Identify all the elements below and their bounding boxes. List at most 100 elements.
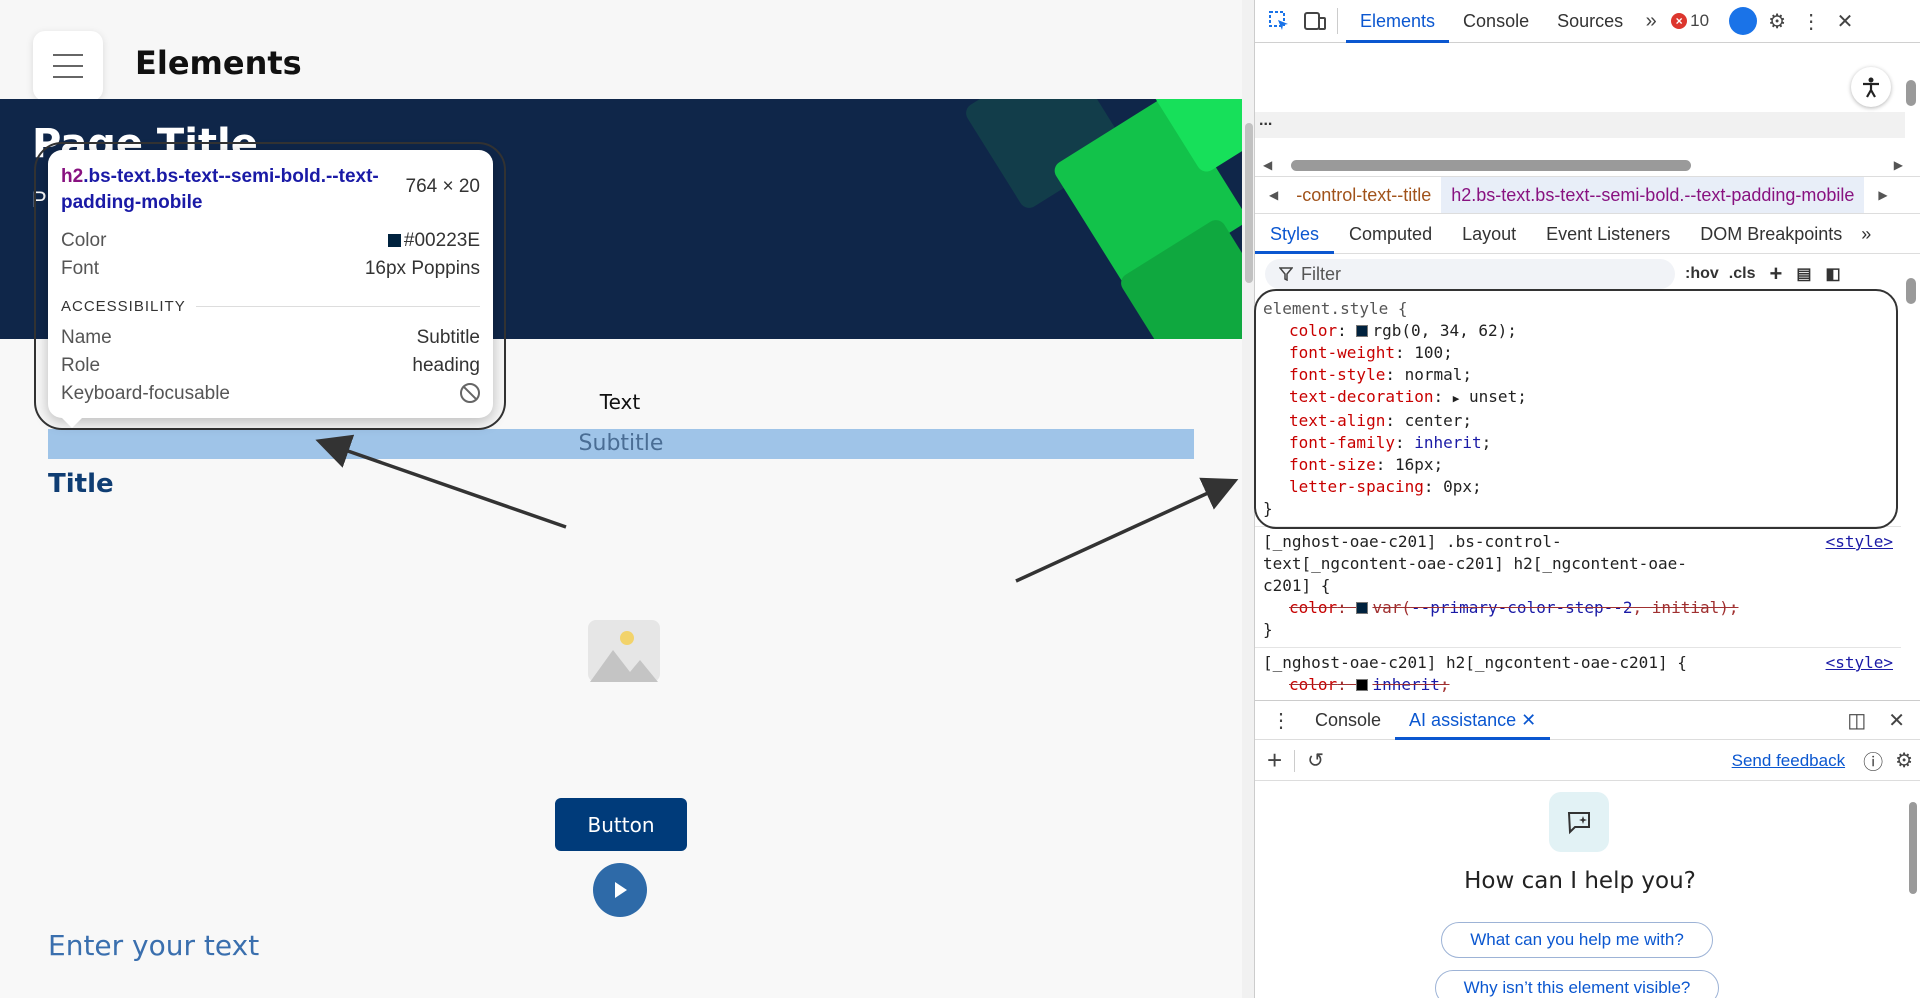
rule-source-link[interactable]: <style> bbox=[1825, 532, 1893, 551]
breadcrumb-right-icon[interactable]: ▶ bbox=[1878, 188, 1888, 202]
tab-elements[interactable]: Elements bbox=[1346, 0, 1450, 43]
play-button[interactable] bbox=[593, 863, 647, 917]
tab-sources[interactable]: Sources bbox=[1557, 10, 1624, 31]
text-input-placeholder[interactable]: Enter your text bbox=[48, 929, 260, 962]
tooltip-name-row: Name Subtitle bbox=[61, 327, 480, 349]
not-focusable-icon bbox=[460, 383, 480, 403]
tab-console[interactable]: Console bbox=[1463, 10, 1530, 31]
style-declaration[interactable]: font-weight: 100; bbox=[1289, 343, 1453, 362]
filter-icon bbox=[1279, 267, 1293, 281]
declaration-property: color bbox=[1289, 598, 1338, 617]
inspect-element-icon[interactable] bbox=[1265, 7, 1293, 35]
rule-selector: [_nghost-oae-c201] h2[_ngcontent-oae-c20… bbox=[1263, 653, 1687, 672]
element-style-rule: element.style { color: rgb(0, 34, 62); f… bbox=[1255, 292, 1901, 527]
more-options-icon[interactable]: ⋮ bbox=[1801, 10, 1822, 33]
annotation-outline bbox=[1254, 289, 1898, 529]
drawer-menu-icon[interactable]: ⋮ bbox=[1271, 709, 1291, 732]
annotation-outline bbox=[34, 142, 506, 430]
help-icon[interactable]: ⓘ bbox=[1863, 752, 1884, 774]
new-chat-icon[interactable]: + bbox=[1267, 745, 1283, 775]
styles-filter-input[interactable]: Filter bbox=[1265, 259, 1675, 289]
hov-toggle[interactable]: :hov bbox=[1685, 265, 1719, 282]
breadcrumb-item[interactable]: -control-text--title bbox=[1296, 184, 1432, 205]
tab-event-listeners[interactable]: Event Listeners bbox=[1546, 223, 1671, 244]
dom-scroll-thumb[interactable] bbox=[1906, 80, 1916, 106]
breadcrumb-left-icon[interactable]: ◀ bbox=[1269, 188, 1279, 202]
css-variable-link[interactable]: --primary-color-step--2 bbox=[1410, 598, 1633, 617]
style-declaration[interactable]: text-align: center; bbox=[1289, 411, 1473, 430]
drawer-tab-console[interactable]: Console bbox=[1315, 710, 1382, 730]
declaration-property: color bbox=[1289, 321, 1338, 340]
toggle-sidebar-icon[interactable]: ◧ bbox=[1825, 266, 1841, 283]
styles-vertical-scrollbar[interactable] bbox=[1901, 256, 1919, 696]
dom-horizontal-scrollbar[interactable]: ◀ ▶ bbox=[1263, 157, 1903, 173]
dock-side-icon[interactable]: ◫ bbox=[1847, 709, 1867, 732]
error-count-badge[interactable]: ×10 bbox=[1671, 11, 1709, 31]
breadcrumb: ◀ -control-text--title h2.bs-text.bs-tex… bbox=[1255, 176, 1920, 214]
rule-selector: element.style { bbox=[1263, 299, 1408, 318]
web-page: Elements Page Title P Text Subtitle Titl… bbox=[0, 0, 1254, 998]
settings-gear-icon[interactable]: ⚙ bbox=[1768, 10, 1787, 33]
ai-suggestion-chip[interactable]: What can you help me with? bbox=[1441, 922, 1713, 958]
more-subtabs-icon[interactable]: » bbox=[1861, 223, 1872, 244]
style-declaration[interactable]: font-size: 16px; bbox=[1289, 455, 1444, 474]
accessibility-tree-button[interactable] bbox=[1851, 67, 1891, 107]
tooltip-name-value: Subtitle bbox=[416, 327, 480, 348]
dom-ellipsis[interactable]: ... bbox=[1259, 112, 1273, 129]
style-declaration-overridden[interactable]: color: inherit; bbox=[1289, 675, 1450, 694]
breadcrumb-current[interactable]: h2.bs-text.bs-text--semi-bold.--text-pad… bbox=[1441, 177, 1865, 213]
send-feedback-link[interactable]: Send feedback bbox=[1731, 750, 1846, 770]
drawer-tab-ai-assistance[interactable]: AI assistance ✕ bbox=[1395, 700, 1551, 740]
dom-tree-row[interactable]: ... bbox=[1255, 112, 1905, 138]
rule-source-link[interactable]: <style> bbox=[1825, 653, 1893, 672]
style-declaration[interactable]: color: rgb(0, 34, 62); bbox=[1289, 321, 1517, 340]
dom-vertical-scrollbar[interactable] bbox=[1901, 44, 1919, 174]
color-swatch[interactable] bbox=[1356, 602, 1369, 614]
styles-subtabs: Styles Computed Layout Event Listeners D… bbox=[1255, 214, 1920, 254]
scroll-right-icon[interactable]: ▶ bbox=[1893, 158, 1903, 172]
ai-scroll-thumb[interactable] bbox=[1909, 802, 1917, 894]
close-drawer-icon[interactable]: ✕ bbox=[1888, 709, 1905, 732]
cls-toggle[interactable]: .cls bbox=[1728, 265, 1756, 282]
primary-button[interactable]: Button bbox=[555, 798, 687, 851]
style-declaration[interactable]: font-family: inherit; bbox=[1289, 433, 1492, 452]
accessibility-icon bbox=[1863, 77, 1879, 98]
styles-filter-bar: Filter :hov .cls + ▤ ◧ bbox=[1255, 256, 1905, 292]
style-declaration[interactable]: font-style: normal; bbox=[1289, 365, 1473, 384]
style-declaration-overridden[interactable]: color: var(--primary-color-step--2, init… bbox=[1289, 598, 1739, 617]
ai-assistant-icon[interactable] bbox=[1729, 7, 1758, 35]
scroll-left-icon[interactable]: ◀ bbox=[1263, 158, 1273, 172]
tooltip-color-row: Color #00223E bbox=[61, 230, 480, 252]
expand-triangle-icon[interactable]: ▶ bbox=[1452, 392, 1460, 405]
ai-vertical-scrollbar[interactable] bbox=[1905, 782, 1920, 998]
device-toolbar-icon[interactable] bbox=[1301, 7, 1329, 35]
styles-scroll-thumb[interactable] bbox=[1906, 278, 1916, 304]
paint-brush-icon[interactable]: ▤ bbox=[1796, 266, 1812, 283]
page-scroll-thumb[interactable] bbox=[1245, 123, 1253, 283]
more-tabs-icon[interactable]: » bbox=[1645, 9, 1657, 32]
tooltip-pointer bbox=[62, 418, 82, 428]
tab-layout[interactable]: Layout bbox=[1462, 223, 1517, 244]
declaration-property: font-size bbox=[1289, 455, 1376, 474]
tab-dom-breakpoints[interactable]: DOM Breakpoints bbox=[1700, 223, 1843, 244]
history-icon[interactable]: ↺ bbox=[1307, 750, 1324, 772]
ai-suggestion-chip[interactable]: Why isn’t this element visible? bbox=[1435, 970, 1719, 998]
ai-heading: How can I help you? bbox=[1464, 868, 1696, 894]
ai-settings-gear-icon[interactable]: ⚙ bbox=[1895, 750, 1913, 772]
drawer-tabbar: ⋮ Console AI assistance ✕ ◫ ✕ bbox=[1255, 700, 1920, 740]
page-scrollbar-top bbox=[1242, 0, 1254, 99]
tab-styles[interactable]: Styles bbox=[1255, 214, 1335, 254]
close-devtools-icon[interactable]: ✕ bbox=[1836, 10, 1854, 33]
dom-hscroll-thumb[interactable] bbox=[1291, 160, 1691, 171]
color-swatch[interactable] bbox=[1356, 679, 1369, 691]
page-vertical-scrollbar[interactable] bbox=[1242, 99, 1254, 998]
style-declaration[interactable]: letter-spacing: 0px; bbox=[1289, 477, 1482, 496]
close-tab-icon[interactable]: ✕ bbox=[1521, 710, 1537, 730]
tab-computed[interactable]: Computed bbox=[1349, 223, 1433, 244]
tooltip-accessibility-separator: ACCESSIBILITY bbox=[61, 298, 480, 315]
color-swatch[interactable] bbox=[1356, 325, 1369, 337]
devtools-toolbar: Elements Console Sources » ×10 ⚙ ⋮ ✕ bbox=[1255, 0, 1920, 43]
new-style-rule-icon[interactable]: + bbox=[1769, 261, 1783, 286]
hamburger-menu-button[interactable] bbox=[33, 31, 103, 101]
style-declaration[interactable]: text-decoration: ▶ unset; bbox=[1289, 387, 1527, 406]
